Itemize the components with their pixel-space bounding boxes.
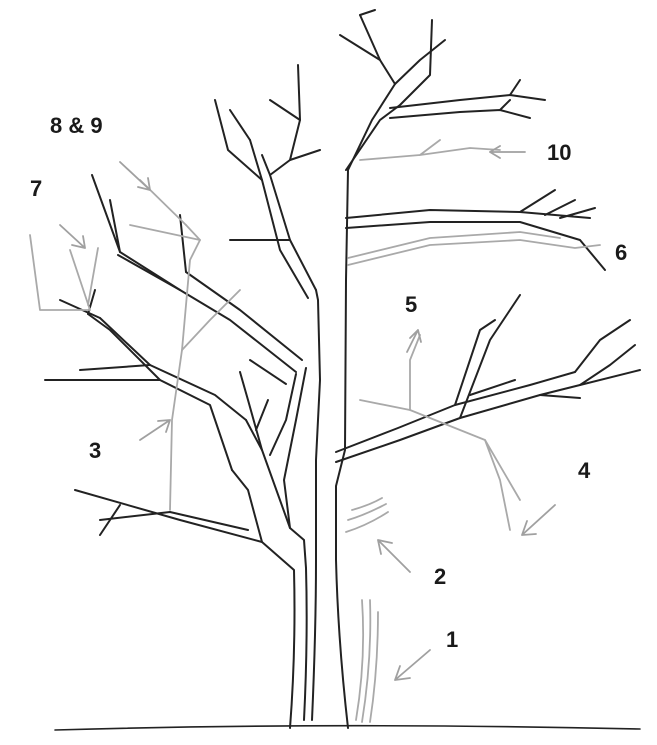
label-2: 2 xyxy=(434,566,446,588)
label-8-and-9: 8 & 9 xyxy=(50,115,103,137)
label-3: 3 xyxy=(89,440,101,462)
label-6: 6 xyxy=(615,242,627,264)
label-4: 4 xyxy=(578,460,590,482)
label-1: 1 xyxy=(446,629,458,651)
right-limbs xyxy=(336,10,640,462)
label-7: 7 xyxy=(30,178,42,200)
label-5: 5 xyxy=(405,294,417,316)
label-10: 10 xyxy=(547,142,571,164)
